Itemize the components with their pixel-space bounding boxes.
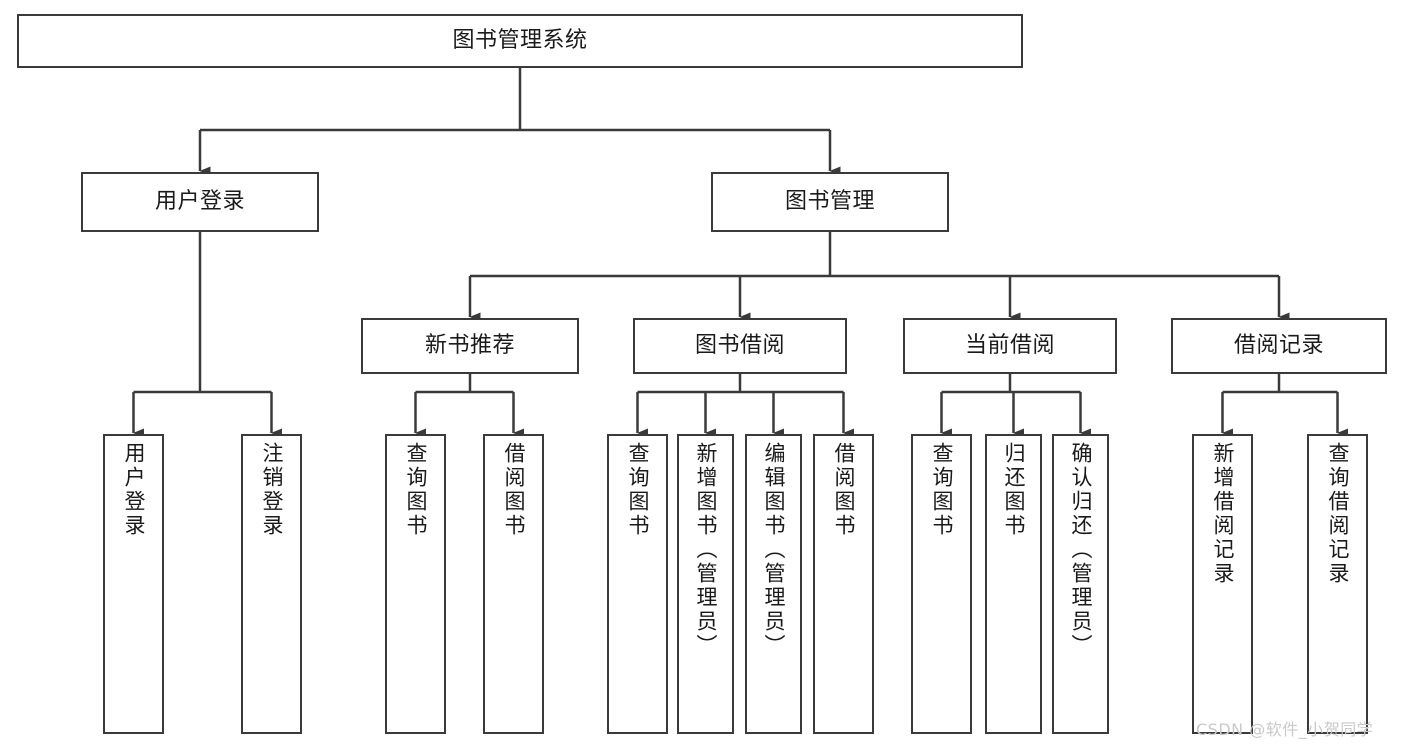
node-book-management[interactable]: 图书管理 xyxy=(711,172,949,232)
node-label: 查询图书 xyxy=(404,442,428,538)
node-leaf-edit-book-admin[interactable]: 编辑图书（管理员） xyxy=(745,434,802,734)
node-label: 用户登录 xyxy=(122,442,146,538)
node-label: 查询借阅记录 xyxy=(1326,442,1350,586)
node-user-login[interactable]: 用户登录 xyxy=(81,172,319,232)
node-leaf-query-borrow-record[interactable]: 查询借阅记录 xyxy=(1307,434,1368,734)
edge-paths xyxy=(132,68,1348,438)
node-label: 当前借阅 xyxy=(964,333,1055,358)
node-label: 借阅图书 xyxy=(832,442,856,538)
node-leaf-add-book-admin[interactable]: 新增图书（管理员） xyxy=(677,434,734,734)
node-leaf-confirm-return-admin[interactable]: 确认归还（管理员） xyxy=(1052,434,1109,734)
node-leaf-return-book[interactable]: 归还图书 xyxy=(985,434,1042,734)
node-leaf-add-borrow-record[interactable]: 新增借阅记录 xyxy=(1192,434,1253,734)
node-leaf-borrow-book-recommend[interactable]: 借阅图书 xyxy=(483,434,544,734)
node-label: 图书借阅 xyxy=(694,333,785,358)
node-leaf-query-book-recommend[interactable]: 查询图书 xyxy=(385,434,446,734)
node-label: 查询图书 xyxy=(626,442,650,538)
node-leaf-user-logout[interactable]: 注销登录 xyxy=(241,434,302,734)
node-label: 编辑图书（管理员） xyxy=(762,442,786,658)
node-root-system[interactable]: 图书管理系统 xyxy=(17,14,1023,68)
node-label: 图书管理系统 xyxy=(452,28,588,53)
node-label: 查询图书 xyxy=(930,442,954,538)
node-label: 图书管理 xyxy=(784,189,875,214)
node-book-borrow[interactable]: 图书借阅 xyxy=(633,318,847,374)
node-new-book-recommend[interactable]: 新书推荐 xyxy=(361,318,579,374)
node-label: 注销登录 xyxy=(260,442,284,538)
node-leaf-user-login[interactable]: 用户登录 xyxy=(103,434,164,734)
node-label: 新增图书（管理员） xyxy=(694,442,718,658)
node-leaf-borrow-book-borrow[interactable]: 借阅图书 xyxy=(813,434,874,734)
node-label: 借阅图书 xyxy=(502,442,526,538)
node-leaf-query-book-borrow[interactable]: 查询图书 xyxy=(607,434,668,734)
node-label: 借阅记录 xyxy=(1233,333,1324,358)
node-leaf-query-book-current[interactable]: 查询图书 xyxy=(911,434,972,734)
node-label: 归还图书 xyxy=(1002,442,1026,538)
node-current-borrow[interactable]: 当前借阅 xyxy=(903,318,1117,374)
node-label: 确认归还（管理员） xyxy=(1069,442,1093,658)
node-label: 用户登录 xyxy=(154,189,245,214)
node-label: 新增借阅记录 xyxy=(1211,442,1235,586)
node-borrow-record[interactable]: 借阅记录 xyxy=(1171,318,1387,374)
node-label: 新书推荐 xyxy=(424,333,515,358)
